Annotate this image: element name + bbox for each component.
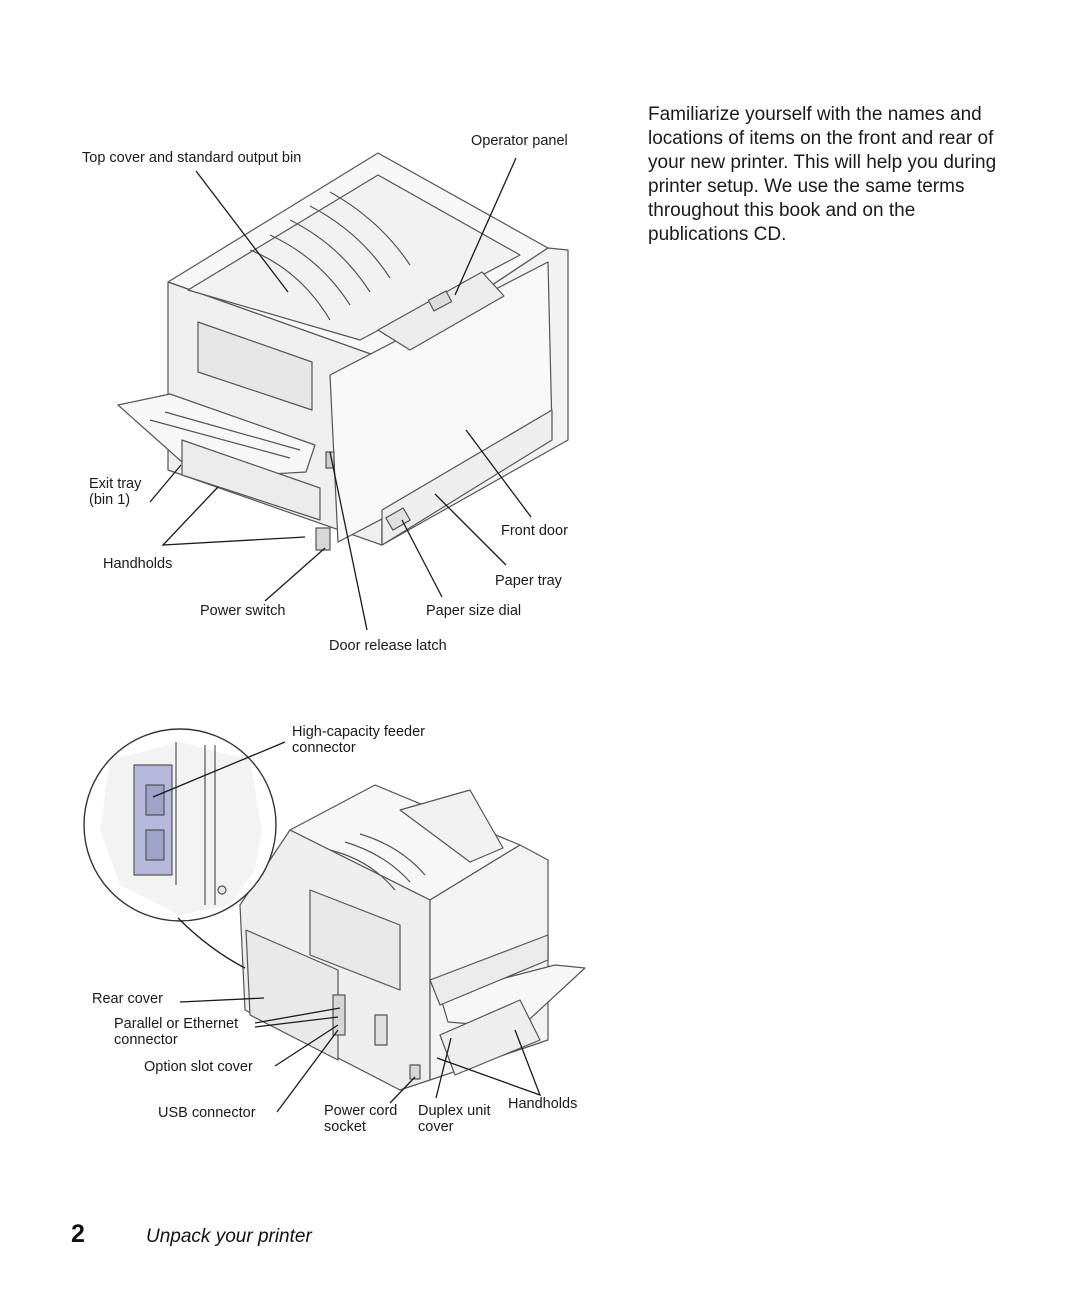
- front-door-label: Front door: [501, 523, 568, 539]
- page-number: 2: [71, 1220, 85, 1248]
- intro-paragraph: Familiarize yourself with the names and …: [648, 104, 997, 245]
- rear-printer-illustration: [239, 784, 586, 1091]
- front-handholds-label: Handholds: [103, 556, 173, 572]
- operator-panel-label: Operator panel: [471, 133, 568, 149]
- hcf-connector-label: High-capacity feeder connector: [292, 724, 425, 756]
- power-switch-label: Power switch: [200, 603, 286, 619]
- exit-tray-label: Exit tray (bin 1): [89, 476, 142, 508]
- power-cord-socket-label: Power cord socket: [324, 1103, 398, 1135]
- leader-lines: [149, 157, 542, 1113]
- duplex-unit-cover-label: Duplex unit cover: [418, 1103, 491, 1135]
- rear-handholds-label: Handholds: [508, 1096, 578, 1112]
- usb-connector-label: USB connector: [158, 1105, 256, 1121]
- rear-cover-label: Rear cover: [92, 991, 163, 1007]
- parallel-ethernet-label: Parallel or Ethernet connector: [114, 1016, 239, 1048]
- section-title: Unpack your printer: [146, 1226, 312, 1247]
- paper-size-dial-label: Paper size dial: [426, 603, 522, 619]
- front-printer-illustration: [117, 152, 569, 551]
- paper-tray-label: Paper tray: [495, 573, 562, 589]
- option-slot-cover-label: Option slot cover: [144, 1059, 253, 1075]
- top-cover-label: Top cover and standard output bin: [82, 150, 302, 166]
- connector-inset: [83, 728, 277, 922]
- door-release-latch-label: Door release latch: [329, 638, 447, 654]
